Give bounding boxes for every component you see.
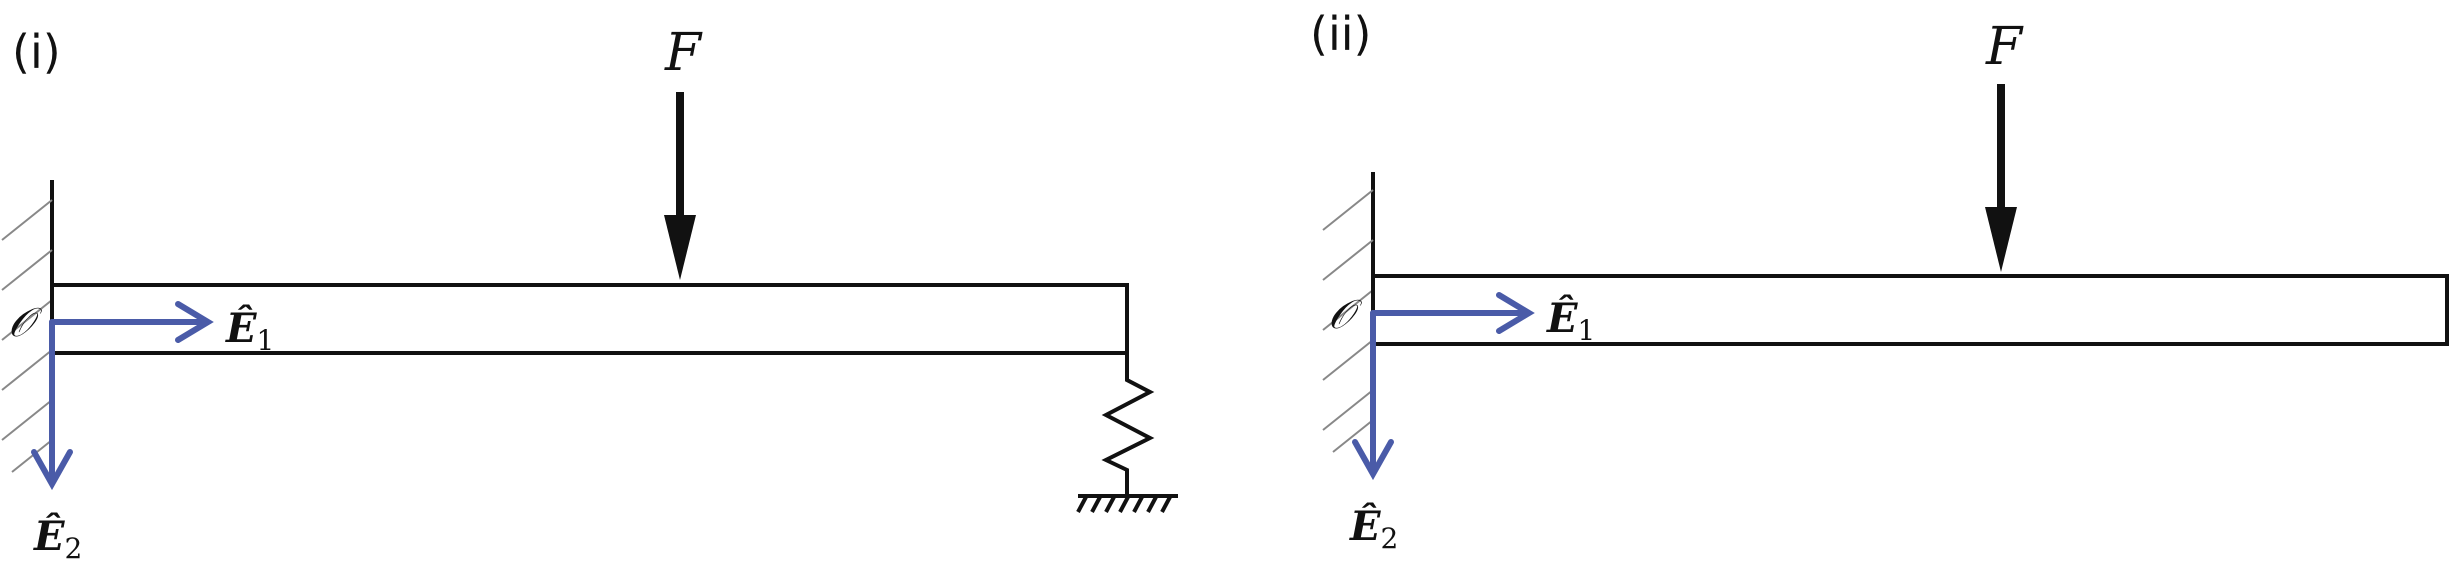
panel-i-origin-label: 𝒪 — [8, 300, 43, 346]
panel-ii-label: (ii) — [1310, 7, 1371, 61]
panel-i-force-label: F — [664, 23, 703, 83]
panel-ii-e2-label: Ê2 — [1349, 503, 1398, 555]
panel-i-e2-label: Ê2 — [33, 513, 82, 562]
panel-ii-beam — [1371, 274, 2449, 346]
panel-i-label: (i) — [12, 25, 61, 79]
panel-i-e2-arrow — [31, 319, 73, 491]
panel-ii: (ii) F 𝒪 Ê1 — [1310, 7, 2449, 555]
panel-ii-e1-label: Ê1 — [1546, 295, 1595, 347]
panel-i-e1-arrow — [49, 301, 214, 343]
panel-i-spring — [1101, 353, 1155, 495]
panel-ii-origin-label: 𝒪 — [1328, 292, 1363, 338]
panel-ii-force-arrow — [1985, 84, 2017, 272]
panel-ii-e2-arrow — [1352, 310, 1394, 481]
panel-ii-e1-arrow — [1370, 292, 1535, 334]
panel-i-ground — [1076, 494, 1178, 513]
panel-ii-wall-hatch — [1322, 189, 1374, 453]
panel-ii-force-label: F — [1985, 17, 2024, 77]
panel-i-beam — [50, 283, 1129, 355]
panel-i-wall-hatch — [1, 199, 53, 473]
panel-i-force-arrow — [664, 92, 696, 280]
panel-i-e1-label: Ê1 — [225, 305, 274, 357]
panel-i: (i) F 𝒪 Ê1 — [1, 23, 1178, 562]
